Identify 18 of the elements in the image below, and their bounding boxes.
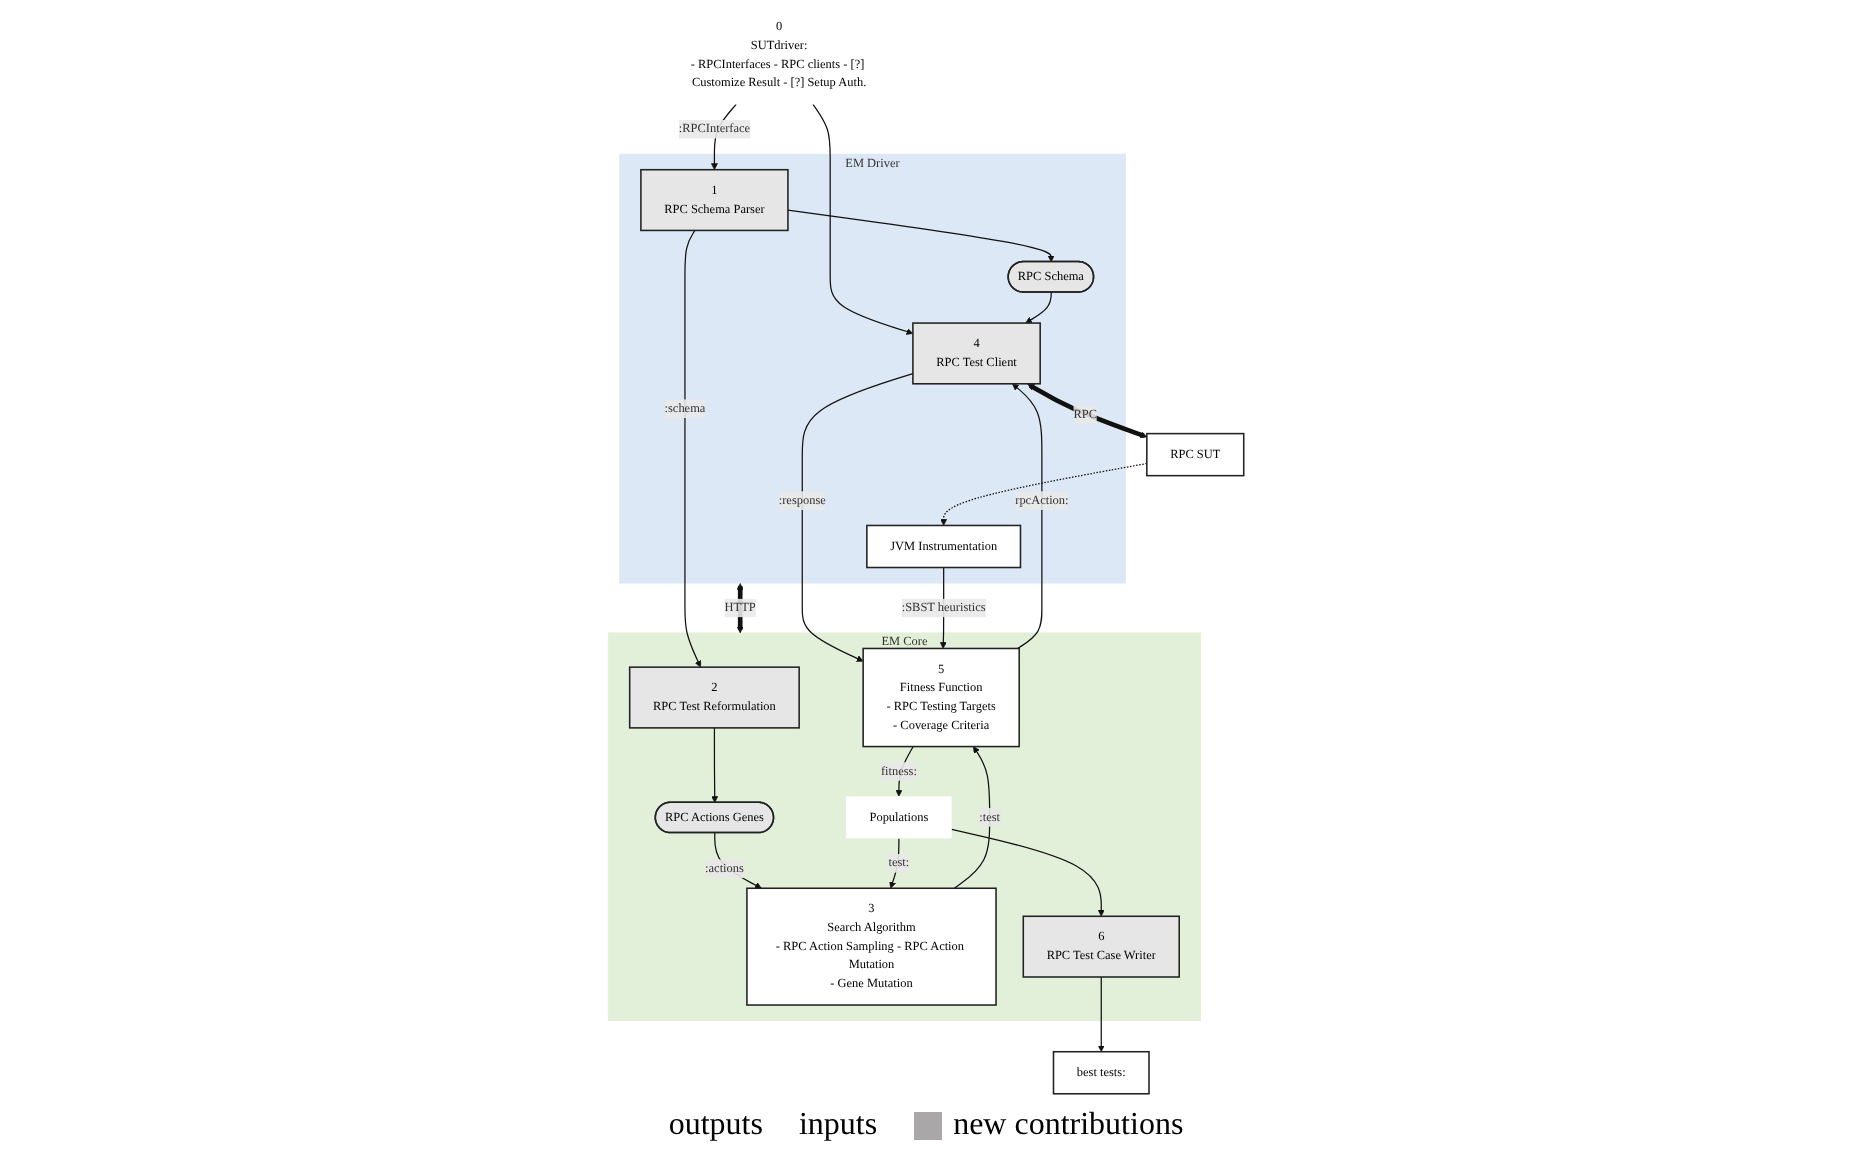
arrow: [940, 462, 1148, 526]
legend-label: outputs: [668, 1108, 763, 1144]
legend-label: inputs: [798, 1108, 878, 1144]
arrow: [953, 746, 991, 889]
legend-label: new contributions: [953, 1108, 1184, 1144]
arrow: [801, 373, 914, 662]
arrow: [1097, 976, 1105, 1053]
arrow: [951, 828, 1105, 917]
arrow: [711, 727, 719, 803]
arrow: [714, 832, 762, 889]
arrow: [812, 103, 914, 335]
arrow: [736, 583, 744, 634]
arrow: [889, 837, 900, 889]
arrow: [1012, 383, 1043, 650]
arrow: [787, 209, 1055, 263]
arrow: [1027, 383, 1148, 439]
arrow: [684, 229, 702, 668]
arrow: [1025, 291, 1052, 324]
